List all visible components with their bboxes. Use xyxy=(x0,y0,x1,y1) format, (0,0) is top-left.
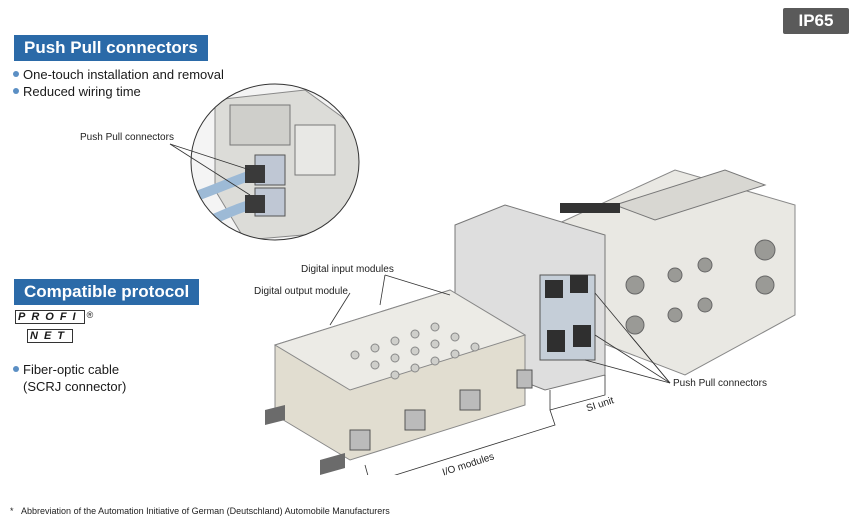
protocol-title: Compatible protocol xyxy=(14,279,200,305)
bullet-dot-icon xyxy=(13,366,19,372)
profinet-logo: PROFI ® NET xyxy=(15,310,105,348)
bullet-text: Reduced wiring time xyxy=(23,84,141,99)
footnote: * Abbreviation of the Automation Initiat… xyxy=(10,506,390,516)
ip-rating-badge: IP65 xyxy=(783,8,849,34)
connector-closeup-illustration xyxy=(190,83,360,241)
bullet-text-line-2: (SCRJ connector) xyxy=(23,379,127,394)
inset-leader-lines xyxy=(169,143,251,196)
bullet-text: One-touch installation and removal xyxy=(23,67,224,82)
push-pull-title: Push Pull connectors xyxy=(14,35,208,61)
bullet-dot-icon xyxy=(13,88,19,94)
profinet-logo-bottom: NET xyxy=(27,329,73,343)
push-pull-bullet-2: Reduced wiring time xyxy=(12,83,141,100)
footnote-text: Abbreviation of the Automation Initiativ… xyxy=(21,506,390,516)
manifold-product-illustration xyxy=(265,169,796,475)
push-pull-main-label: Push Pull connectors xyxy=(673,378,767,389)
footnote-marker: * xyxy=(10,506,14,516)
push-pull-bullet-1: One-touch installation and removal xyxy=(12,66,224,83)
profinet-logo-top: PROFI xyxy=(15,310,85,324)
bullet-text-line-1: Fiber-optic cable xyxy=(23,362,120,377)
protocol-bullet: Fiber-optic cable (SCRJ connector) xyxy=(12,361,126,395)
digital-output-label: Digital output module xyxy=(254,286,348,297)
registered-mark: ® xyxy=(86,310,94,320)
bullet-dot-icon xyxy=(13,71,19,77)
inset-push-pull-label: Push Pull connectors xyxy=(80,132,174,143)
digital-input-label: Digital input modules xyxy=(301,264,394,275)
